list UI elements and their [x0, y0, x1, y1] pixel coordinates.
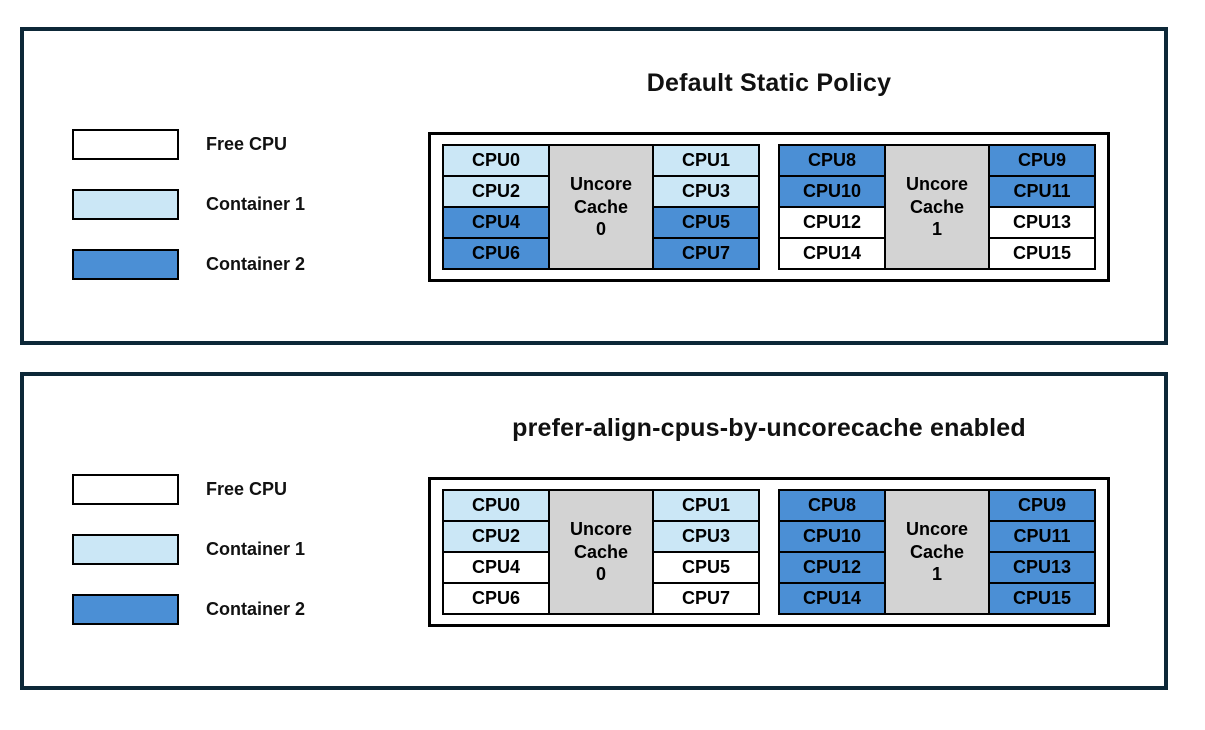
cpu-cell-cpu12: CPU12: [778, 551, 886, 584]
cpu-cell-cpu4: CPU4: [442, 206, 550, 239]
legend-item: Free CPU: [72, 474, 305, 505]
cpu-cell-cpu7: CPU7: [652, 582, 760, 615]
legend-swatch-container1: [72, 189, 179, 220]
legend-label: Free CPU: [206, 134, 288, 154]
legend-label: Free CPU: [206, 479, 288, 499]
cpu-cell-cpu13: CPU13: [988, 206, 1096, 239]
legend: Free CPU Container 1 Container 2: [72, 129, 305, 280]
legend-item: Container 2: [72, 249, 305, 280]
cpu-cell-cpu9: CPU9: [988, 489, 1096, 522]
cpu-cell-cpu7: CPU7: [652, 237, 760, 270]
cpu-cell-cpu1: CPU1: [652, 144, 760, 177]
legend-label: Container 2: [206, 599, 306, 619]
cpu-cell-cpu11: CPU11: [988, 175, 1096, 208]
legend-swatch-container2: [72, 594, 179, 625]
legend-item: Container 1: [72, 534, 305, 565]
legend-label: Container 1: [206, 194, 306, 214]
cpu-cell-cpu3: CPU3: [652, 520, 760, 553]
cpu-cell-cpu11: CPU11: [988, 520, 1096, 553]
legend-swatch-free: [72, 129, 179, 160]
legend-swatch-free: [72, 474, 179, 505]
cpu-cell-cpu9: CPU9: [988, 144, 1096, 177]
cpu-cell-cpu0: CPU0: [442, 489, 550, 522]
legend-label: Container 1: [206, 539, 306, 559]
cpu-cell-cpu0: CPU0: [442, 144, 550, 177]
panel-title: Default Static Policy: [646, 69, 892, 97]
legend-item: Container 1: [72, 189, 305, 220]
uncore-cache-box: Uncore Cache 1: [884, 489, 990, 615]
cpu-cell-cpu5: CPU5: [652, 551, 760, 584]
cpu-cell-cpu8: CPU8: [778, 144, 886, 177]
cpu-cell-cpu10: CPU10: [778, 520, 886, 553]
cpu-cell-cpu3: CPU3: [652, 175, 760, 208]
legend: Free CPU Container 1 Container 2: [72, 474, 305, 625]
uncore-cache-box: Uncore Cache 1: [884, 144, 990, 270]
legend-item: Container 2: [72, 594, 305, 625]
cpu-cell-cpu15: CPU15: [988, 582, 1096, 615]
cpu-cell-cpu1: CPU1: [652, 489, 760, 522]
cpu-cell-cpu6: CPU6: [442, 582, 550, 615]
cpu-cell-cpu12: CPU12: [778, 206, 886, 239]
panel-title: prefer-align-cpus-by-uncorecache enabled: [512, 414, 1026, 442]
uncore-cache-box: Uncore Cache 0: [548, 144, 654, 270]
legend-swatch-container1: [72, 534, 179, 565]
cpu-cell-cpu2: CPU2: [442, 520, 550, 553]
cpu-cell-cpu8: CPU8: [778, 489, 886, 522]
policy-panel-prefer-align-uncorecache: prefer-align-cpus-by-uncorecache enabled…: [20, 372, 1168, 690]
legend-swatch-container2: [72, 249, 179, 280]
cpu-cell-cpu4: CPU4: [442, 551, 550, 584]
legend-item: Free CPU: [72, 129, 305, 160]
legend-label: Container 2: [206, 254, 306, 274]
cpu-cell-cpu5: CPU5: [652, 206, 760, 239]
cpu-cell-cpu6: CPU6: [442, 237, 550, 270]
cpu-cell-cpu15: CPU15: [988, 237, 1096, 270]
uncore-cache-box: Uncore Cache 0: [548, 489, 654, 615]
cpu-cell-cpu14: CPU14: [778, 237, 886, 270]
cpu-cell-cpu13: CPU13: [988, 551, 1096, 584]
cpu-cell-cpu14: CPU14: [778, 582, 886, 615]
cpu-cell-cpu10: CPU10: [778, 175, 886, 208]
cpu-cell-cpu2: CPU2: [442, 175, 550, 208]
